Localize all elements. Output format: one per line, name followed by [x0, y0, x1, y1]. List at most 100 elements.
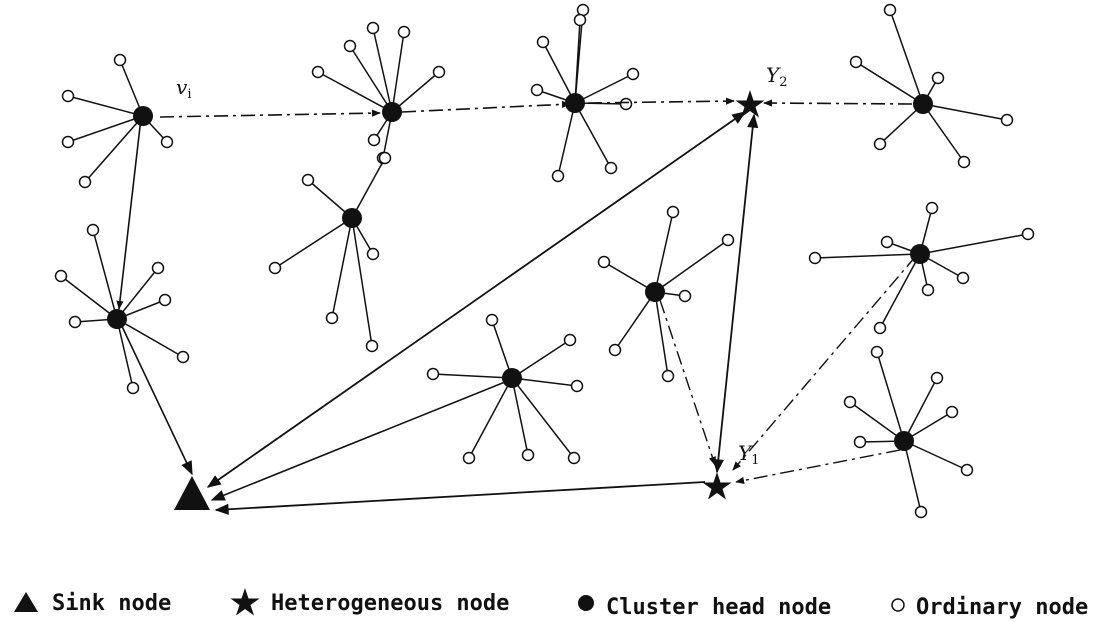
member-link — [60, 275, 118, 320]
ordinary-node — [485, 313, 499, 327]
member-link — [654, 211, 674, 293]
ordinary-node — [960, 463, 974, 477]
member-link — [903, 440, 968, 471]
ordinary-node — [567, 451, 581, 465]
ordinary-node — [563, 333, 577, 347]
member-link — [511, 339, 571, 379]
legend-heterogeneous-icon — [230, 588, 260, 616]
ordinary-node — [301, 173, 315, 187]
routing-links — [116, 97, 917, 515]
ordinary-node — [151, 261, 165, 275]
ordinary-node — [366, 247, 380, 261]
member-link — [468, 377, 513, 459]
sink-node — [174, 476, 210, 510]
member-link — [67, 115, 144, 143]
ordinary-node — [78, 175, 92, 189]
ordinary-node — [365, 339, 379, 353]
ordinary-node — [325, 311, 339, 325]
member-link — [654, 239, 729, 293]
ordinary-node — [666, 205, 680, 219]
cluster-head-node-vi — [133, 106, 153, 126]
cluster-head-node-ch-top-3 — [565, 93, 585, 113]
ordinary-node — [1021, 227, 1035, 241]
cluster-head-node-ch-top-2 — [382, 102, 402, 122]
ordinary-node — [849, 55, 863, 69]
member-link — [849, 401, 905, 442]
ordinary-node — [957, 155, 971, 169]
relay-link-ch-mid-to-y1 — [659, 299, 716, 466]
ordinary-node — [61, 89, 75, 103]
ordinary-node — [661, 369, 675, 383]
member-link — [317, 71, 393, 113]
member-link — [574, 19, 581, 104]
link-y1-to-y2 — [712, 113, 759, 474]
ordinary-node — [945, 405, 959, 419]
member-link — [119, 59, 144, 117]
link-y2-to-sink — [206, 111, 747, 488]
ordinary-node — [931, 71, 945, 85]
ordinary-node — [551, 169, 565, 183]
ordinary-node — [126, 381, 140, 395]
heterogeneous-node-y1 — [702, 472, 732, 500]
ordinary-node — [808, 251, 822, 265]
member-link — [922, 103, 965, 163]
member-link — [511, 377, 529, 456]
ordinary-node — [956, 271, 970, 285]
member-link — [84, 115, 144, 183]
ordinary-node — [570, 379, 584, 393]
member-link — [391, 71, 440, 113]
member-link — [116, 318, 134, 389]
ordinary-node — [113, 53, 127, 67]
member-link — [92, 229, 118, 320]
ordinary-node — [870, 345, 884, 359]
ordinary-node — [573, 13, 587, 27]
member-link — [432, 373, 513, 379]
ordinary-node — [432, 65, 446, 79]
ordinary-node — [160, 135, 174, 149]
ordinary-node — [268, 261, 282, 275]
relay-link-ch-right-to-y2 — [763, 99, 913, 107]
member-link — [331, 217, 353, 319]
ordinary-node — [521, 448, 535, 462]
member-link — [511, 377, 575, 459]
ordinary-node — [176, 350, 190, 364]
member-link — [855, 61, 924, 105]
member-link — [351, 157, 386, 219]
member-link — [274, 217, 353, 269]
ordinary-node — [530, 83, 544, 97]
ordinary-node — [619, 97, 633, 111]
cluster-head-node-ch-mid — [645, 282, 665, 302]
ordinary-node — [158, 293, 172, 307]
member-link — [879, 253, 921, 329]
member-link — [922, 103, 1008, 121]
label-y1: Y1 — [738, 441, 759, 468]
ordinary-node — [54, 269, 68, 283]
member-link — [557, 102, 576, 177]
link-vi-to-ch-left — [116, 117, 142, 310]
member-link — [574, 73, 634, 104]
cluster-head-node-ch-bottom-right — [894, 431, 914, 451]
legend-heterogeneous-label: Heterogeneous node — [271, 591, 509, 616]
ordinary-node — [366, 21, 380, 35]
member-link — [67, 95, 144, 117]
link-y1-to-sink — [214, 481, 706, 515]
cluster-head-node-ch-top-right — [913, 94, 933, 114]
ordinary-node — [1000, 113, 1014, 127]
ordinary-node — [925, 201, 939, 215]
legend-sink-icon — [14, 592, 38, 612]
link-ch-center-to-sink — [210, 379, 511, 501]
relay-link-ch3-to-y2 — [587, 97, 735, 105]
legend-ordinary-icon — [891, 598, 905, 612]
ordinary-node — [880, 235, 894, 249]
legend: Sink node Heterogeneous node Cluster hea… — [14, 588, 1088, 620]
legend-cluster-head-label: Cluster head node — [606, 595, 831, 620]
member-link — [903, 440, 922, 513]
cluster-head-node-ch-right — [910, 244, 930, 264]
ordinary-node — [626, 67, 640, 81]
member-link — [889, 9, 924, 105]
ordinary-node — [426, 367, 440, 381]
member-link — [574, 102, 612, 169]
ordinary-node — [930, 371, 944, 385]
ordinary-node — [843, 395, 857, 409]
member-link — [372, 27, 393, 113]
